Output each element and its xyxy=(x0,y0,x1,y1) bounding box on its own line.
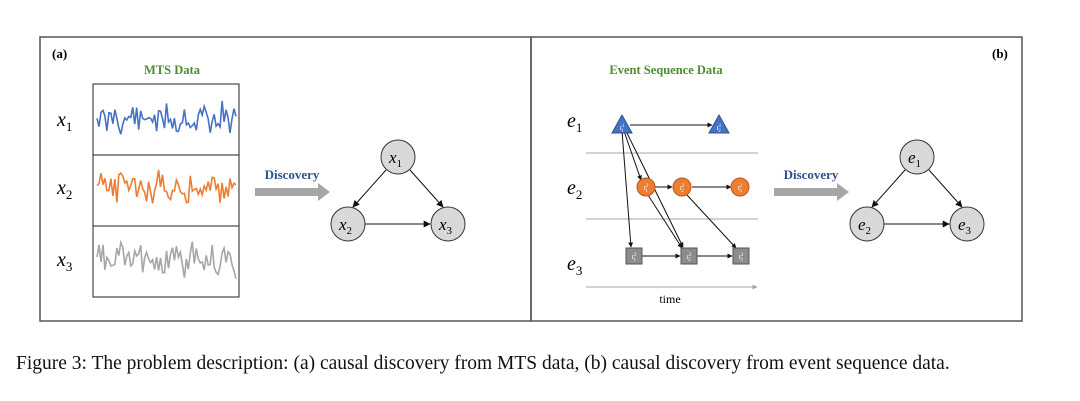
edge-e1-e2-graph xyxy=(871,169,906,208)
series-x3 xyxy=(96,239,237,279)
edge-e1-e2 xyxy=(623,130,642,181)
row-label-e3: e3 xyxy=(567,253,582,278)
edge-e2-e3a xyxy=(647,194,683,249)
discovery-label-a: Discovery xyxy=(265,167,320,182)
svg-text:t11: t11 xyxy=(620,124,625,134)
node-x1: x1 xyxy=(380,139,416,175)
svg-text:e2: e2 xyxy=(858,215,871,237)
panel-a: (a) MTS Data x1 x2 x3 Discovery x1 x2 xyxy=(39,36,532,322)
svg-text:x2: x2 xyxy=(338,215,352,237)
svg-text:t31: t31 xyxy=(632,253,637,263)
series-x2 xyxy=(96,169,237,204)
figure: (a) MTS Data x1 x2 x3 Discovery x1 x2 xyxy=(39,36,1023,322)
svg-text:t32: t32 xyxy=(687,253,692,263)
svg-text:e3: e3 xyxy=(958,215,972,237)
figure-caption: Figure 3: The problem description: (a) c… xyxy=(16,353,950,374)
edge-e2-e3b xyxy=(686,194,737,249)
discovery-arrow-a xyxy=(255,183,330,201)
row-label-x3: x3 xyxy=(56,249,72,274)
svg-text:t23: t23 xyxy=(738,184,743,194)
edge-x1-x2 xyxy=(352,169,387,208)
svg-text:x1: x1 xyxy=(388,148,402,170)
panel-b-tag: (b) xyxy=(992,46,1008,61)
series-x1 xyxy=(96,101,237,135)
row-label-e2: e2 xyxy=(567,177,582,202)
panel-b-title: Event Sequence Data xyxy=(609,63,723,77)
panel-a-tag: (a) xyxy=(52,46,67,61)
edge-e1-e3-graph xyxy=(928,169,963,208)
panel-b-frame xyxy=(530,36,1023,322)
node-x3: x3 xyxy=(430,206,466,242)
node-e3: e3 xyxy=(949,206,985,242)
svg-text:x3: x3 xyxy=(438,215,453,237)
svg-text:t22: t22 xyxy=(680,184,685,194)
svg-text:t33: t33 xyxy=(739,253,744,263)
edge-x1-x3 xyxy=(409,169,444,208)
svg-text:e1: e1 xyxy=(908,148,921,170)
node-e2: e2 xyxy=(849,206,885,242)
row-label-x1: x1 xyxy=(56,109,72,134)
node-x2: x2 xyxy=(330,206,366,242)
svg-text:t12: t12 xyxy=(717,124,722,134)
panel-a-title: MTS Data xyxy=(144,63,201,77)
svg-text:t21: t21 xyxy=(644,184,649,194)
edge-e1-e3a xyxy=(621,130,634,248)
discovery-label-b: Discovery xyxy=(784,167,839,182)
discovery-arrow-b xyxy=(774,183,849,201)
time-label: time xyxy=(659,292,680,306)
row-label-x2: x2 xyxy=(56,177,72,202)
node-e1: e1 xyxy=(899,139,935,175)
row-label-e1: e1 xyxy=(567,110,582,135)
